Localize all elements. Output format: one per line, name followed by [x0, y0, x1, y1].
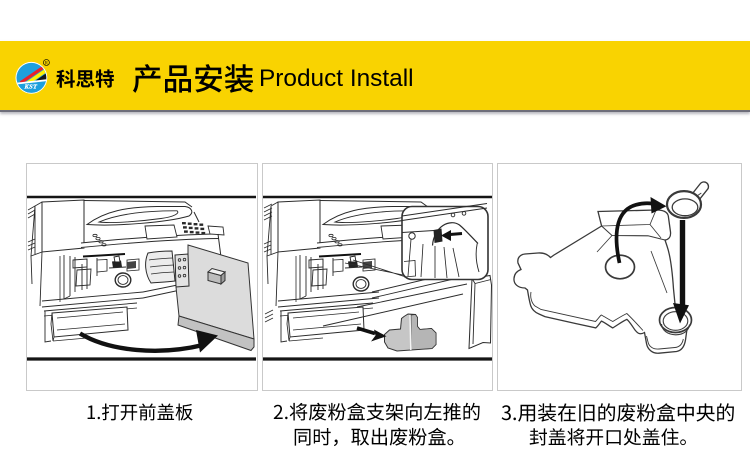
svg-text:R: R	[45, 62, 49, 67]
svg-text:KST: KST	[23, 83, 38, 90]
